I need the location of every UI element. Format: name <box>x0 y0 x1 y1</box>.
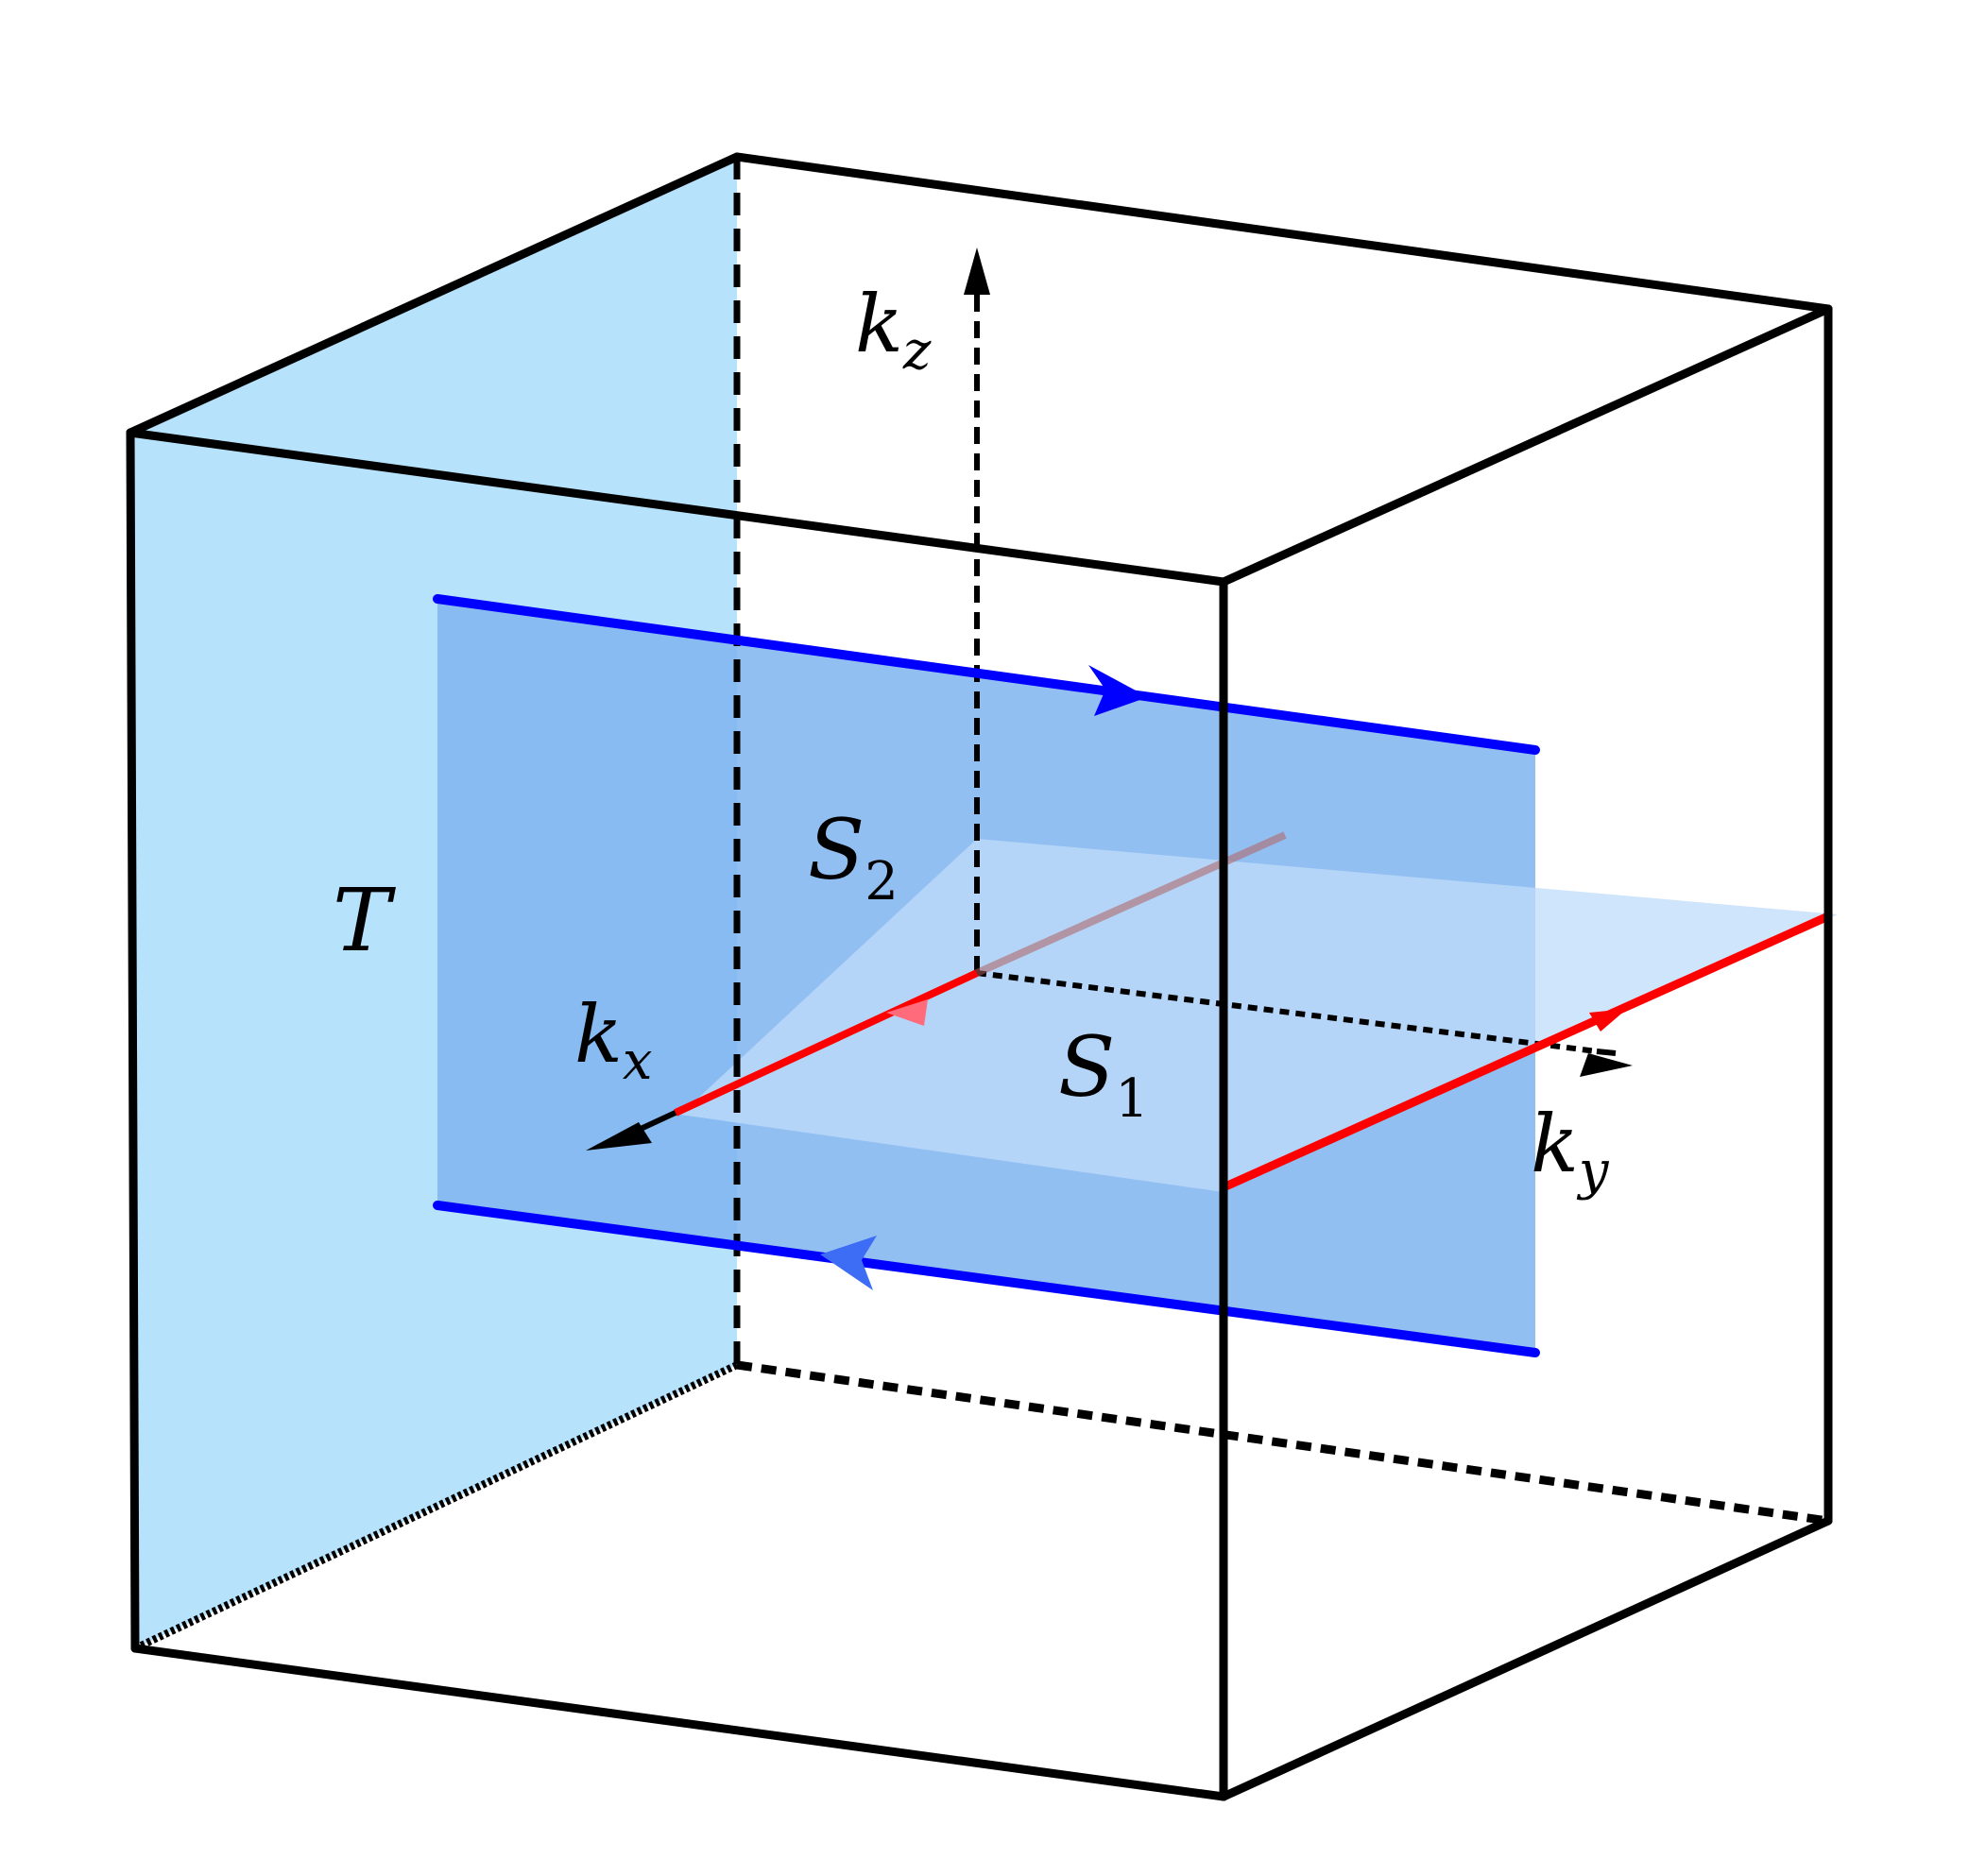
label-S1: S1 <box>1058 1018 1149 1130</box>
blue-lines <box>433 594 1540 1357</box>
label-kz: kz <box>855 278 932 382</box>
red-line-interior <box>975 831 1287 977</box>
plane-S1 <box>680 839 1838 1192</box>
edge-top-right <box>1219 304 1833 587</box>
red-lines <box>674 831 1830 1192</box>
label-S2: S2 <box>808 801 899 912</box>
red-arrowhead-front <box>1589 1009 1627 1032</box>
hidden-edge-left-bottom <box>133 1361 739 1652</box>
red-line-back <box>674 969 979 1117</box>
blue-line-bottom <box>433 1201 1540 1357</box>
kx-arrowhead <box>586 1122 652 1151</box>
label-ky: ky <box>1531 1098 1610 1202</box>
ky-axis-line <box>976 970 1598 1054</box>
label-kx: kx <box>574 988 653 1092</box>
visible-edges <box>126 152 1833 1801</box>
edge-bottom-front <box>130 1644 1228 1801</box>
edge-front-left-vertical <box>126 428 140 1653</box>
blue-arrowhead-bottom <box>820 1236 877 1290</box>
blue-line-top <box>433 594 1540 755</box>
edge-top-back <box>732 152 1833 314</box>
label-T: T <box>333 870 396 971</box>
ky-arrowhead <box>1580 1053 1633 1077</box>
edge-top-front <box>126 428 1228 587</box>
edge-top-left <box>126 152 742 437</box>
red-line-front <box>1222 912 1830 1192</box>
hidden-edges <box>133 157 1829 1652</box>
hidden-edge-back-bottom <box>736 1360 1829 1526</box>
red-arrowhead-back <box>886 999 928 1026</box>
kz-arrowhead <box>964 247 990 295</box>
face-T <box>130 157 737 1648</box>
edge-bottom-right <box>1219 1516 1833 1801</box>
ky-axis-solid <box>1596 1049 1617 1056</box>
blue-arrowhead-top <box>1088 665 1148 716</box>
